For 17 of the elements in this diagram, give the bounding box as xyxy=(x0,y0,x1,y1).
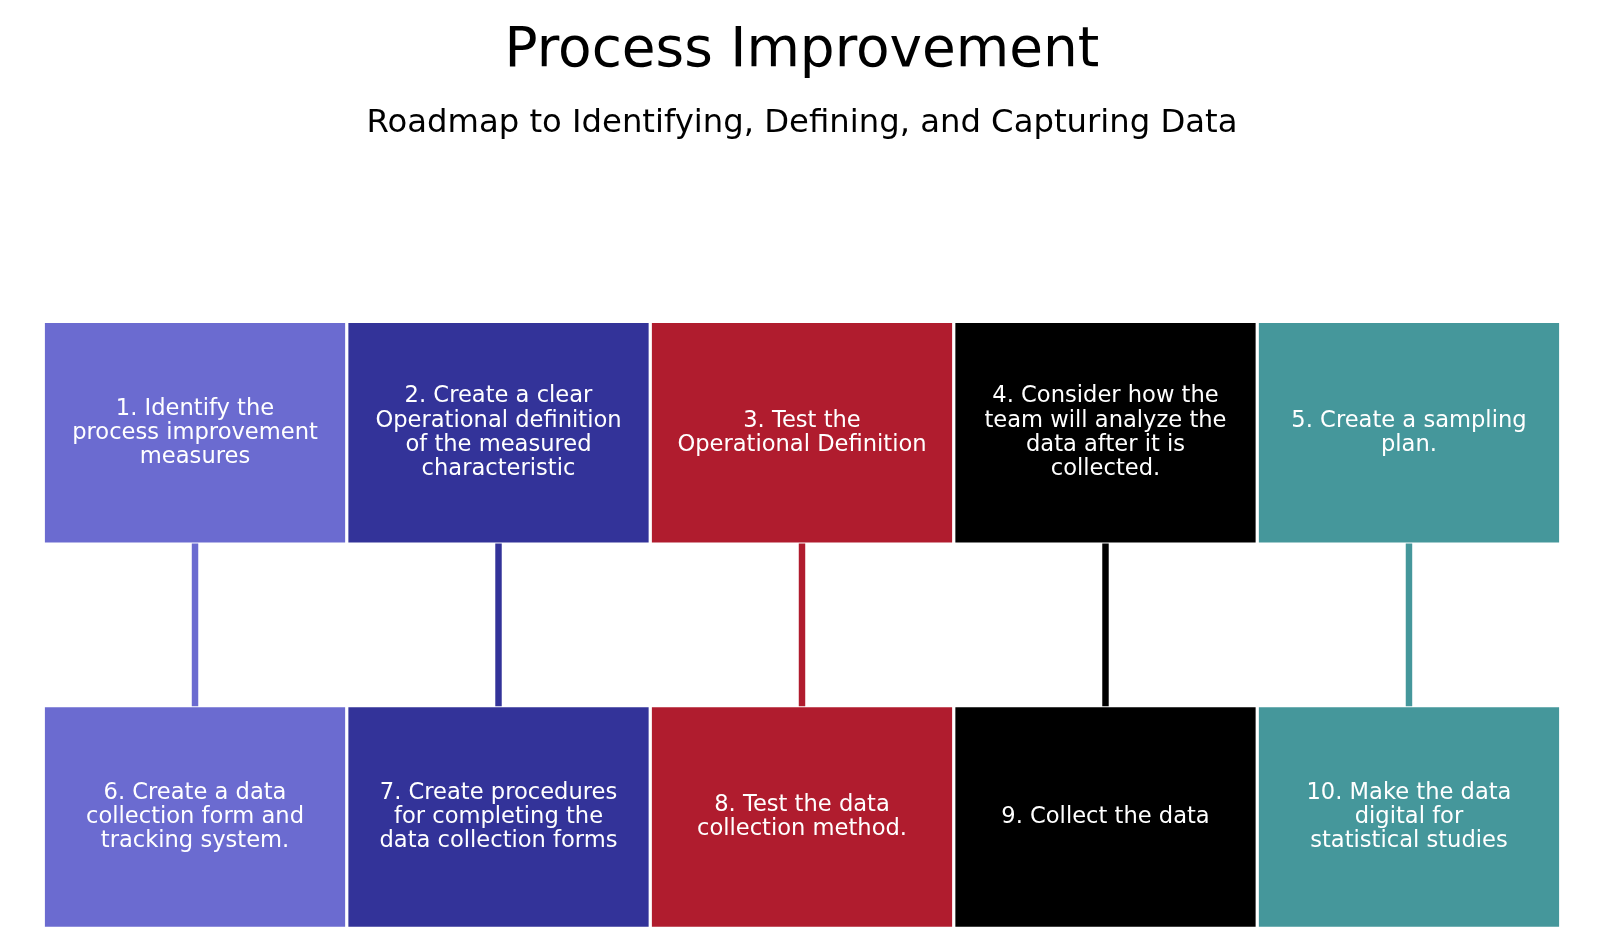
connector xyxy=(494,543,502,706)
diagram-title: Process Improvement xyxy=(504,14,1099,79)
node-box: 1. Identify the process improvement measures xyxy=(42,320,347,544)
node-box: 9. Collect the data xyxy=(953,705,1257,928)
node-box: 3. Test the Operational Definition xyxy=(649,320,954,544)
node-box: 2. Create a clear Operational definition of the measured characteristic xyxy=(346,320,650,544)
connector xyxy=(191,543,198,706)
node-box: 7. Create procedures for completing the data collection forms xyxy=(346,705,650,928)
node-box: 10. Make the data digital for statistical studies xyxy=(1256,705,1561,928)
label: Roadmap to Identifying, Defining, and Capturing Data xyxy=(366,101,1237,140)
connector xyxy=(1101,543,1109,706)
node-box: 8. Test the data collection method. xyxy=(649,705,954,928)
connector xyxy=(1405,543,1412,706)
node-box: 4. Consider how the team will analyze the data after it is collected. xyxy=(953,320,1257,544)
node-box: 6. Create a data collection form and tracking system. xyxy=(42,705,347,928)
connector xyxy=(798,543,805,706)
node-box: 5. Create a sampling plan. xyxy=(1256,320,1561,544)
